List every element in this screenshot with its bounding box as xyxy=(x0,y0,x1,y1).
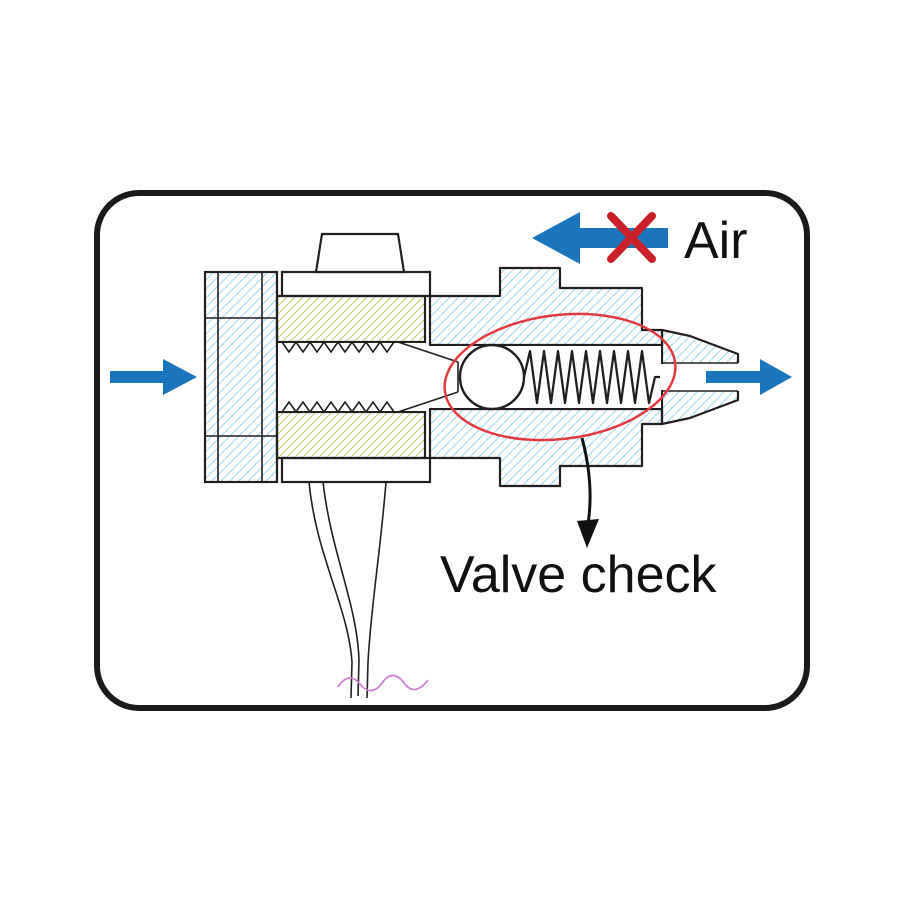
check-ball xyxy=(458,343,526,411)
coupler-sleeve xyxy=(280,232,432,484)
air-blocked-arrow-icon xyxy=(532,212,668,264)
air-label: Air xyxy=(684,212,748,270)
threaded-section xyxy=(275,294,431,460)
callout-arrow xyxy=(577,437,599,548)
valve-spring xyxy=(522,349,660,405)
hose-break-line xyxy=(337,674,429,692)
thread-bore xyxy=(278,343,431,411)
coupler-cross-section xyxy=(203,232,741,699)
hose-barb xyxy=(660,328,741,426)
valve-seat xyxy=(397,341,459,413)
highlight-ellipse xyxy=(443,312,677,442)
outlet-flow-arrow-icon xyxy=(706,359,792,395)
thread-teeth-bottom xyxy=(281,400,395,414)
hose xyxy=(308,481,429,699)
callout-arrowhead xyxy=(577,519,599,548)
valve-check-label: Valve check xyxy=(440,546,718,604)
release-tab xyxy=(314,232,406,274)
inlet-flow-arrow-icon xyxy=(110,359,197,395)
coupler-body xyxy=(428,266,664,488)
bore-passage xyxy=(658,364,667,390)
swivel-nut xyxy=(203,270,279,484)
red-x-icon xyxy=(607,212,656,263)
thread-teeth-top xyxy=(281,340,395,354)
